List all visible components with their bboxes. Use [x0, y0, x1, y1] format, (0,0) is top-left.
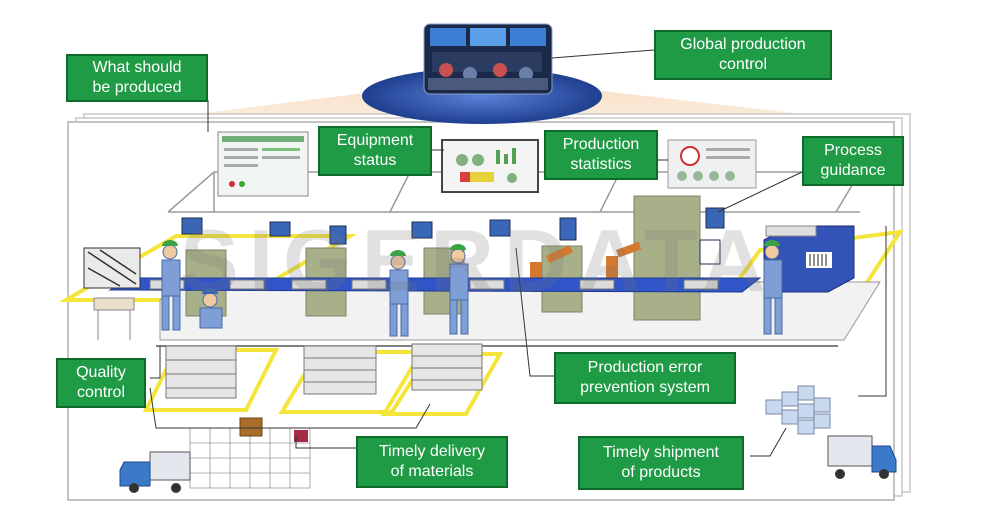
- workers: [161, 240, 783, 337]
- equipment-status-screen: [441, 139, 539, 193]
- callout-global-production-control: Global production control: [654, 30, 832, 80]
- callout-timely-shipment: Timely shipment of products: [578, 436, 744, 490]
- material-pallet: [239, 417, 263, 437]
- production-statistics-screen: [667, 139, 757, 189]
- callout-what-should-be-produced: What should be produced: [66, 54, 208, 102]
- rack-machine: [83, 247, 141, 340]
- forklift: [294, 430, 308, 442]
- callout-process-guidance: Process guidance: [802, 136, 904, 186]
- material-carts: [165, 343, 483, 399]
- callout-connectors: [149, 49, 887, 457]
- control-room-photo: [423, 23, 553, 95]
- callout-quality-control: Quality control: [56, 358, 146, 408]
- callout-production-error-prevention: Production error prevention system: [554, 352, 736, 404]
- product-warehouse: [765, 385, 831, 435]
- callout-timely-delivery: Timely delivery of materials: [356, 436, 508, 488]
- delivery-truck: [119, 451, 191, 493]
- shipment-truck: [827, 435, 897, 479]
- packaging-station: [763, 225, 855, 293]
- callout-production-statistics: Production statistics: [544, 130, 658, 180]
- watermark-text: SIGERDATA: [180, 211, 776, 310]
- callout-equipment-status: Equipment status: [318, 126, 432, 176]
- what-to-produce-screen: [217, 131, 309, 197]
- workstation-monitors: [181, 207, 725, 265]
